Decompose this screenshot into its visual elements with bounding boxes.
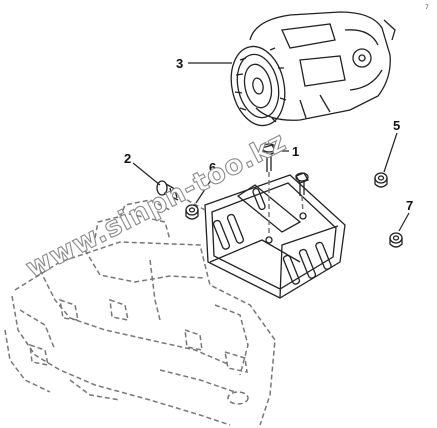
callout-7: 7 [406,198,413,213]
bolt-1b [295,172,309,215]
ac-compressor [230,11,396,127]
callout-2: 2 [124,151,131,166]
compressor-mounting-bracket [204,174,346,299]
engine-block-dashed [4,199,276,426]
callout-1: 1 [292,144,299,159]
watermark: www.sinpn-too.kz [21,126,291,284]
callout-3: 3 [176,56,183,71]
callout-6: 6 [209,160,216,175]
bolt-1 [261,143,277,238]
nut-5 [374,172,388,188]
nut-7 [389,232,403,248]
corner-mark: 7 [425,4,429,11]
nut-6 [185,204,199,220]
callout-5: 5 [393,118,400,133]
leader-lines [132,62,410,232]
bolt-2 [156,180,206,211]
